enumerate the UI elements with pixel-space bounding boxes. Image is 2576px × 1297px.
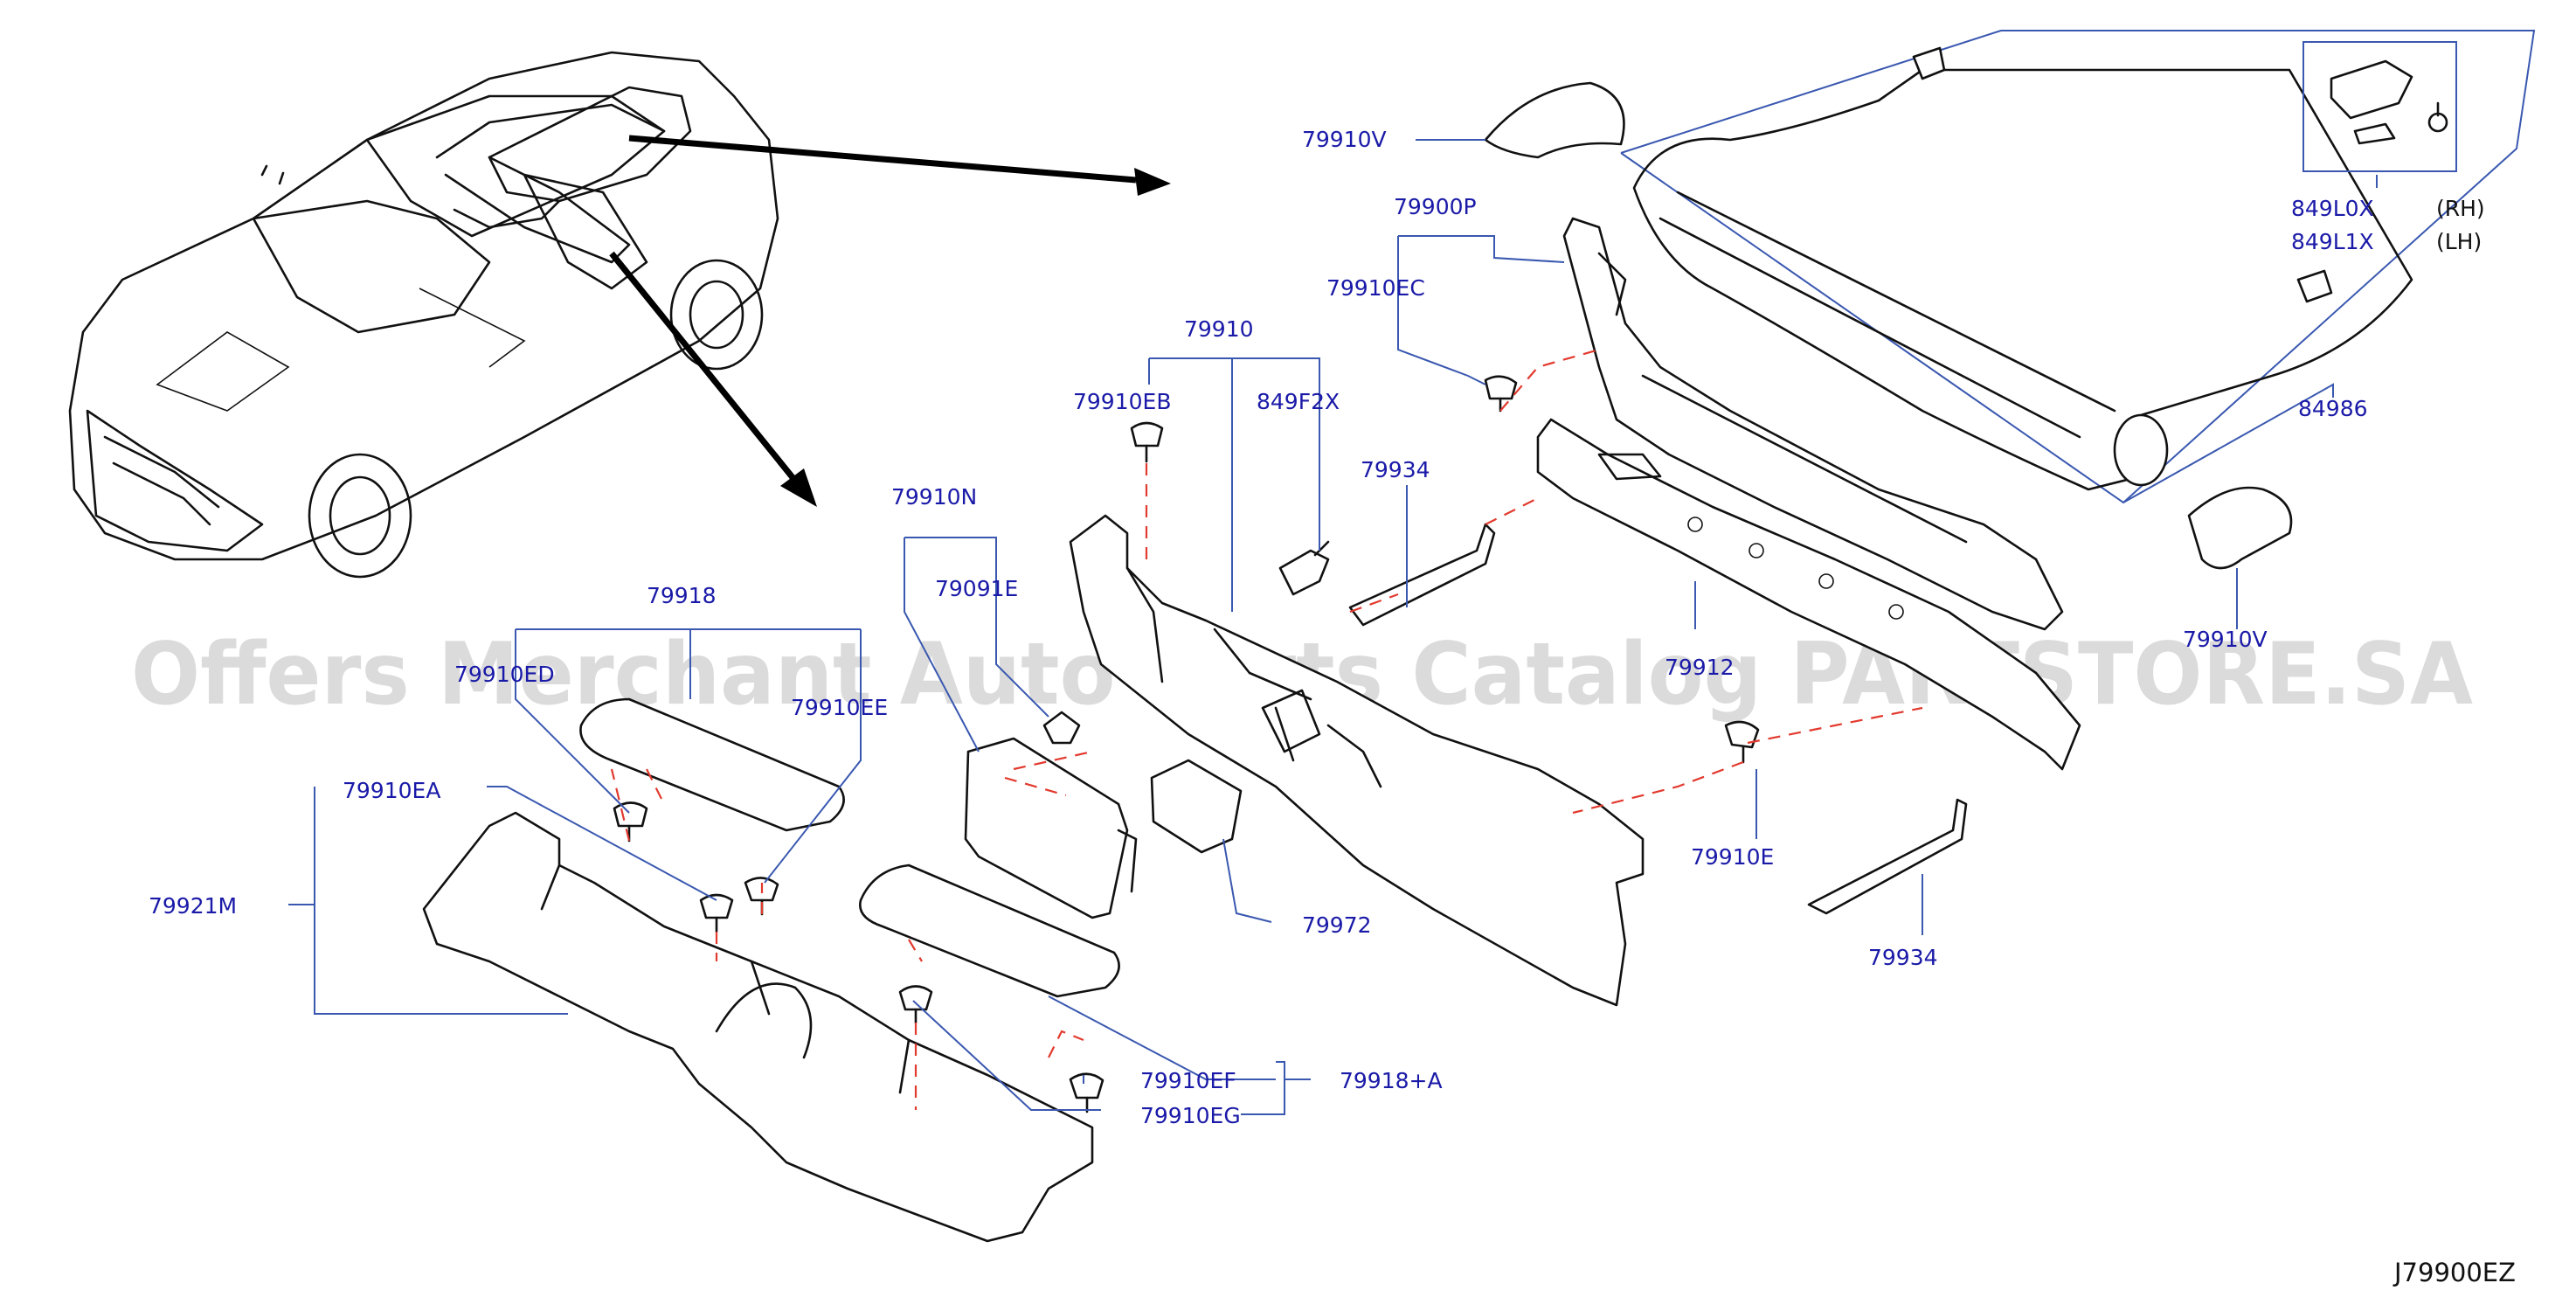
label-79910[interactable]: 79910 — [1184, 316, 1254, 342]
part-79918a-shape — [859, 864, 1120, 998]
label-79910ec[interactable]: 79910EC — [1326, 275, 1425, 301]
label-79910ef[interactable]: 79910EF — [1140, 1068, 1236, 1093]
label-849f2x[interactable]: 849F2X — [1257, 389, 1340, 414]
leader-lines — [288, 139, 2378, 1115]
part-79910-shape — [1069, 514, 1645, 1007]
label-79910v-right[interactable]: 79910V — [2183, 627, 2268, 652]
car-illustration — [68, 51, 779, 579]
part-79934-bot-shape — [1807, 798, 1968, 915]
label-79910n[interactable]: 79910N — [891, 484, 977, 510]
label-79934-top[interactable]: 79934 — [1361, 457, 1430, 482]
part-79918-shape — [579, 697, 845, 832]
part-79910v-top-shape — [1484, 81, 1625, 159]
assembly-dashed-lines — [610, 348, 1923, 1110]
label-79934-bot[interactable]: 79934 — [1868, 945, 1938, 970]
label-84986[interactable]: 84986 — [2298, 396, 2368, 421]
part-79910v-right-shape — [2187, 486, 2293, 570]
inset-clip-shapes — [2330, 59, 2448, 145]
diagram-code: J79900EZ — [2392, 1258, 2516, 1287]
part-849f2x-shape — [1278, 549, 1330, 596]
label-849l0x[interactable]: 849L0X — [2291, 196, 2374, 221]
pointer-arrows — [609, 135, 1171, 507]
label-79918[interactable]: 79918 — [647, 583, 717, 608]
label-lh: (LH) — [2436, 229, 2482, 254]
label-rh: (RH) — [2436, 196, 2485, 221]
label-79910eb[interactable]: 79910EB — [1073, 389, 1171, 414]
label-79091e[interactable]: 79091E — [935, 576, 1018, 601]
label-79910ee[interactable]: 79910EE — [791, 695, 888, 720]
part-79912-shape — [1536, 418, 2081, 771]
label-79972[interactable]: 79972 — [1302, 912, 1372, 938]
part-79934-top-shape — [1348, 523, 1496, 627]
part-79910n-shape — [964, 737, 1129, 919]
label-79910v-top[interactable]: 79910V — [1302, 127, 1387, 152]
clip-fasteners — [613, 375, 1760, 1113]
label-79900p[interactable]: 79900P — [1394, 194, 1477, 219]
label-79910ed[interactable]: 79910ED — [454, 662, 555, 687]
label-79912[interactable]: 79912 — [1665, 655, 1735, 680]
label-79921m[interactable]: 79921M — [149, 893, 237, 919]
part-labels: 79910V 79900P 79910EC 849L0X 849L1X (RH)… — [149, 127, 2485, 1128]
label-849l1x[interactable]: 849L1X — [2291, 229, 2374, 254]
part-79972-shape — [1150, 759, 1243, 854]
label-79910e[interactable]: 79910E — [1691, 844, 1774, 870]
part-79921m-shape — [422, 811, 1094, 1243]
part-84986-shape — [1620, 30, 2536, 504]
label-79918a[interactable]: 79918+A — [1340, 1068, 1443, 1093]
inset-box — [2302, 41, 2457, 172]
label-79910eg[interactable]: 79910EG — [1140, 1103, 1241, 1128]
label-79910ea[interactable]: 79910EA — [343, 778, 440, 803]
